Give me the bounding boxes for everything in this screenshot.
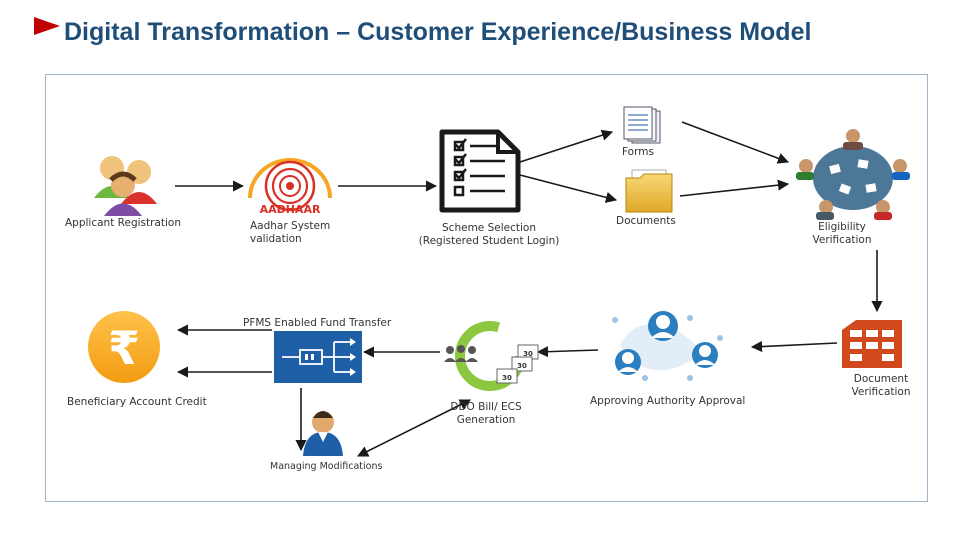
arrow-scheme-to-documents [519, 174, 618, 203]
arrow-ddo-to-modifications [356, 399, 472, 457]
title-bar: Digital Transformation – Customer Experi… [34, 14, 811, 50]
label-documents: Documents [616, 215, 676, 227]
label-applicant-registration: Applicant Registration [65, 217, 181, 229]
label-forms: Forms [622, 146, 654, 158]
aadhaar-logo-icon: AADHAAR [248, 158, 332, 216]
label-pfms-transfer: PFMS Enabled Fund Transfer [243, 317, 392, 329]
label-eligibility-verification-line2: Verification [812, 234, 872, 246]
calendar-number-1: 30 [523, 350, 533, 358]
arrow-documents-to-eligibility [679, 179, 790, 197]
label-eligibility-verification: Eligibility Verification [800, 221, 884, 247]
label-aadhar-validation-line1: Aadhar System [250, 220, 331, 232]
label-document-verification-line1: Document [853, 373, 909, 385]
forms-stack-icon [623, 106, 661, 144]
label-scheme-selection-line2: (Registered Student Login) [418, 235, 560, 247]
rupee-symbol: ₹ [108, 321, 140, 375]
label-managing-modifications: Managing Modifications [270, 461, 383, 472]
calendar-number-2: 30 [517, 362, 527, 370]
flow-arrows [175, 121, 883, 457]
label-aadhar-validation-line2: validation [250, 233, 302, 245]
meeting-table-icon [796, 129, 910, 220]
arrow-forms-to-eligibility [681, 121, 790, 164]
label-ddo-generation-line2: Generation [456, 414, 516, 426]
calendar-number-3: 30 [502, 374, 512, 382]
label-approving-authority: Approving Authority Approval [590, 395, 746, 407]
label-scheme-selection: Scheme Selection (Registered Student Log… [418, 222, 560, 248]
label-ddo-generation-line1: DDO Bill/ ECS [450, 401, 522, 413]
building-icon [842, 320, 902, 368]
rupee-coin-icon: ₹ [88, 311, 160, 383]
label-document-verification: Document Verification [840, 373, 922, 399]
manager-person-icon [303, 411, 343, 456]
aadhaar-logo-text: AADHAAR [260, 203, 321, 216]
label-document-verification-line2: Verification [851, 386, 911, 398]
arrow-approving-to-ddo [536, 346, 599, 358]
applicant-group-icon [94, 156, 157, 216]
label-ddo-generation: DDO Bill/ ECS Generation [440, 401, 532, 427]
checklist-document-icon [439, 129, 521, 213]
ddo-ring-icon: 30 30 30 [444, 321, 539, 391]
label-scheme-selection-line1: Scheme Selection [442, 222, 536, 234]
arrow-scheme-to-forms [519, 129, 614, 163]
approver-network-icon [612, 311, 723, 381]
page-title: Digital Transformation – Customer Experi… [64, 17, 812, 46]
label-aadhar-validation: Aadhar System validation [250, 220, 330, 246]
arrow-docverify-to-approving [750, 340, 838, 353]
title-arrow-icon [34, 17, 60, 35]
label-eligibility-verification-line1: Eligibility [818, 221, 866, 233]
diagram-frame [45, 74, 928, 502]
documents-folder-icon [625, 169, 673, 213]
pfms-transfer-icon [274, 331, 362, 383]
label-beneficiary-credit: Beneficiary Account Credit [67, 396, 207, 408]
